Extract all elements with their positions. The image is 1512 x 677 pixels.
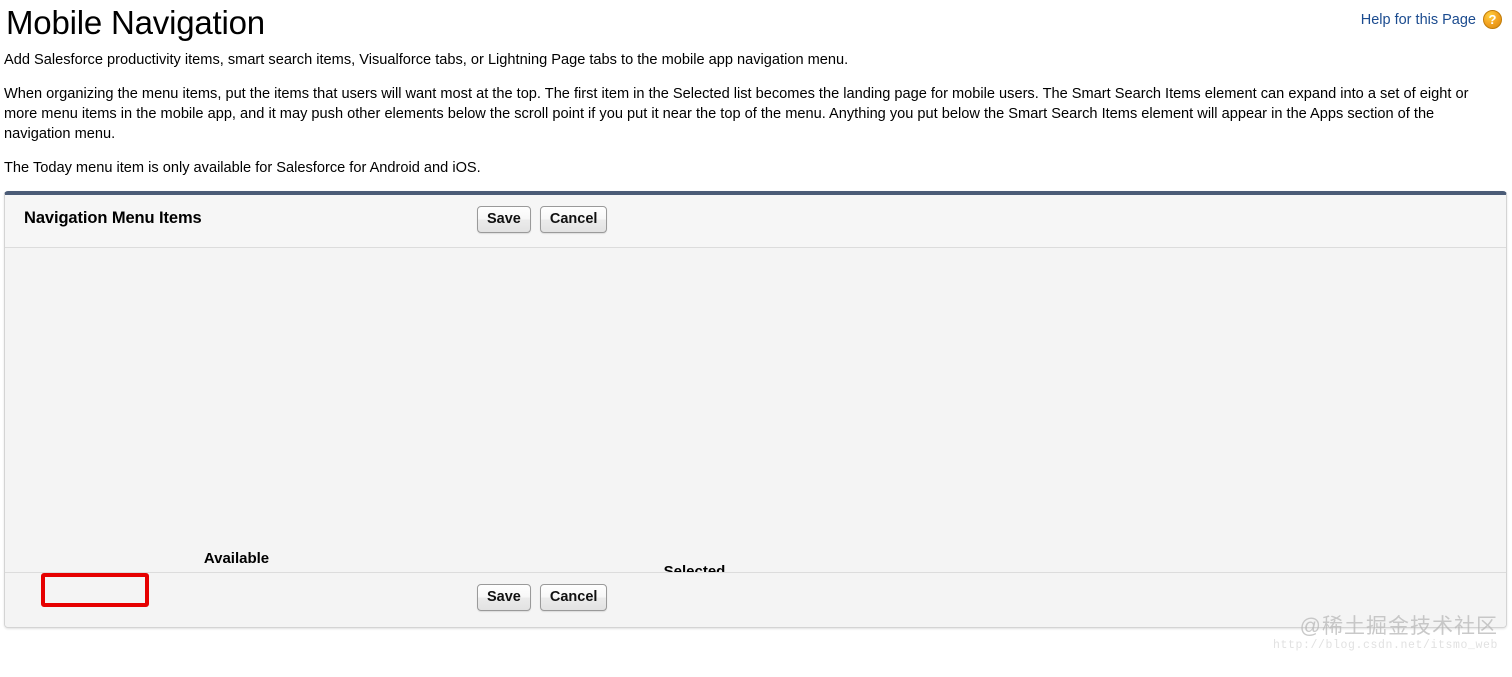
intro-paragraph-2: When organizing the menu items, put the …: [4, 86, 1469, 142]
help-for-this-page[interactable]: Help for this Page ?: [1361, 10, 1502, 29]
help-for-this-page-link[interactable]: Help for this Page: [1360, 11, 1476, 28]
cancel-button-top[interactable]: Cancel: [539, 206, 608, 233]
intro-paragraph-1: Add Salesforce productivity items, smart…: [4, 52, 849, 68]
page-title: Mobile Navigation: [6, 4, 265, 41]
panel-footer: Save Cancel: [5, 572, 1506, 627]
cancel-button-bottom[interactable]: Cancel: [539, 584, 608, 611]
panel-footer-actions: Save Cancel: [477, 584, 608, 611]
save-button-bottom[interactable]: Save: [477, 584, 531, 611]
save-button-top[interactable]: Save: [477, 206, 531, 233]
watermark-url: http://blog.csdn.net/itsmo_web: [1272, 639, 1498, 652]
panel-header-actions: Save Cancel: [477, 206, 608, 233]
panel-title: Navigation Menu Items: [24, 209, 202, 227]
page-header: Mobile Navigation Help for this Page ?: [0, 0, 1512, 44]
navigation-menu-items-panel: Navigation Menu Items Save Cancel Availa…: [4, 191, 1507, 628]
panel-header: Navigation Menu Items Save Cancel: [5, 195, 1506, 248]
available-list-label: Available: [203, 550, 270, 567]
help-question-icon[interactable]: ?: [1483, 10, 1502, 29]
intro-paragraph-3: The Today menu item is only available fo…: [4, 160, 481, 176]
intro-description: Add Salesforce productivity items, smart…: [0, 44, 1512, 186]
panel-body: Available 尚品汇商城 Add Remove Selected: [5, 248, 1506, 627]
